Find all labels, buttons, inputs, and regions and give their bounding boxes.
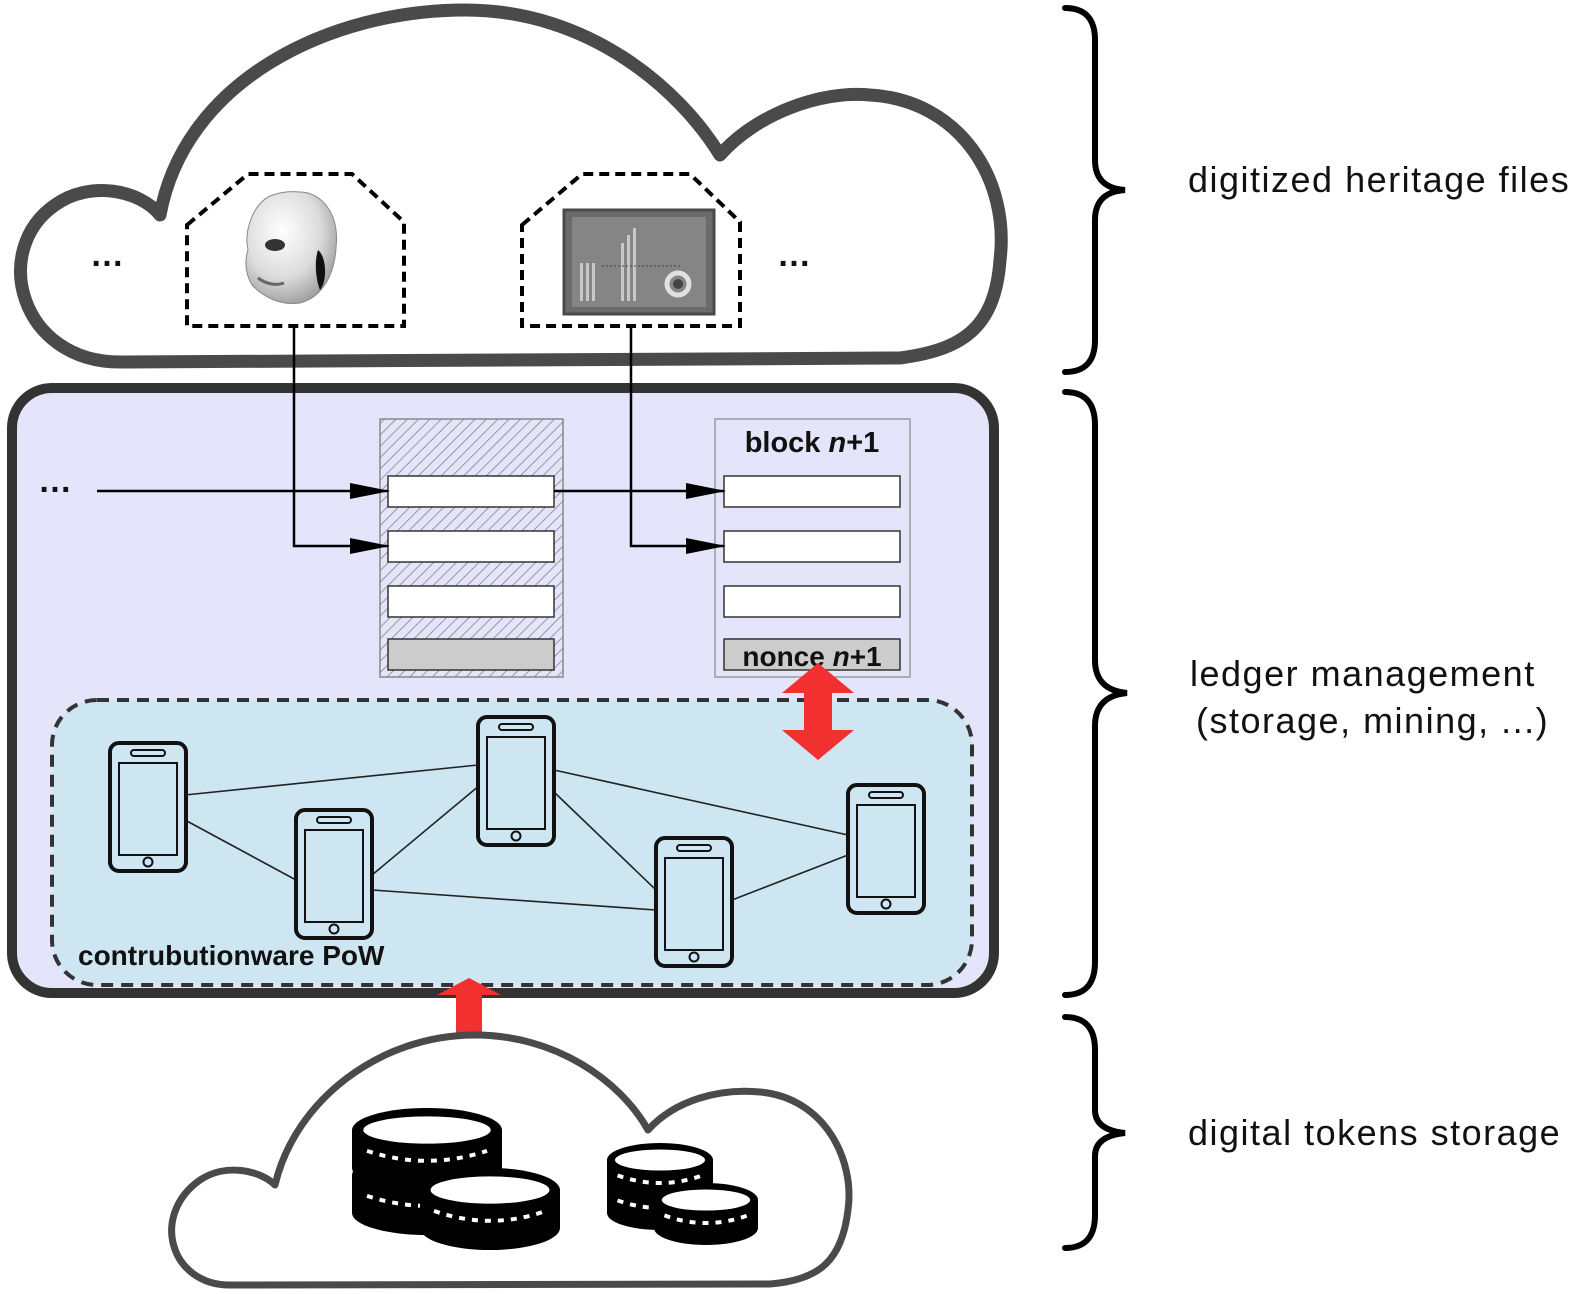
label-ledger-line2: (storage, mining, ...): [1196, 700, 1549, 741]
heritage-cloud-outline: [14, 3, 1008, 369]
new-block-tx-2[interactable]: [723, 530, 901, 563]
label-tokens: digital tokens storage: [1188, 1112, 1561, 1153]
scan-image-icon: [562, 208, 716, 316]
brace-ledger: [1062, 389, 1128, 998]
coin: [352, 1108, 502, 1190]
heritage-file-scan[interactable]: [520, 172, 742, 328]
pow-label: contrubutionware PoW: [78, 940, 385, 971]
ledger-ellipsis: …: [38, 462, 72, 500]
section-braces: [1062, 5, 1128, 1251]
label-ledger-line1: ledger management: [1190, 653, 1536, 694]
chain-arrows: [97, 326, 726, 554]
smartphone-icon[interactable]: [476, 715, 556, 847]
coin: [654, 1183, 758, 1245]
nonce-pow-double-arrow: [782, 663, 854, 760]
previous-block[interactable]: [379, 418, 564, 678]
previous-block-tx-3[interactable]: [387, 585, 555, 618]
ellipsis-right: …: [777, 236, 811, 274]
label-heritage: digitized heritage files: [1188, 159, 1570, 200]
ellipsis-left: …: [90, 236, 124, 274]
coins-icon: [352, 1108, 758, 1250]
new-block-tx-1[interactable]: [723, 475, 901, 508]
file-arrow-head: [292, 326, 390, 554]
smartphone-icon[interactable]: [654, 836, 734, 968]
heritage-cloud: … …: [14, 3, 1008, 369]
tokens-cloud: [168, 1031, 853, 1289]
new-block-tx-3[interactable]: [723, 585, 901, 618]
smartphone-icon[interactable]: [108, 741, 188, 873]
head-model-icon: [245, 191, 338, 305]
new-block-nonce-label: nonce n+1: [742, 641, 881, 672]
new-block[interactable]: block n+1 nonce n+1: [714, 418, 911, 678]
heritage-file-head[interactable]: [185, 172, 406, 328]
pow-network: contrubutionware PoW: [50, 698, 974, 987]
ledger-tokens-double-arrow: [437, 978, 501, 1068]
previous-block-tx-1[interactable]: [387, 475, 555, 508]
ledger-management-box: … block n+1 nonce n+1: [7, 326, 999, 998]
file-arrow-scan: [629, 326, 726, 554]
brace-tokens: [1062, 1014, 1126, 1251]
brace-heritage: [1062, 5, 1126, 375]
previous-block-tx-2[interactable]: [387, 530, 555, 563]
network-links: [184, 764, 849, 911]
coin: [420, 1168, 560, 1250]
new-block-title: block n+1: [745, 427, 880, 459]
smartphone-icon[interactable]: [846, 783, 926, 915]
previous-block-nonce[interactable]: [387, 638, 555, 671]
smartphone-icon[interactable]: [294, 808, 374, 940]
